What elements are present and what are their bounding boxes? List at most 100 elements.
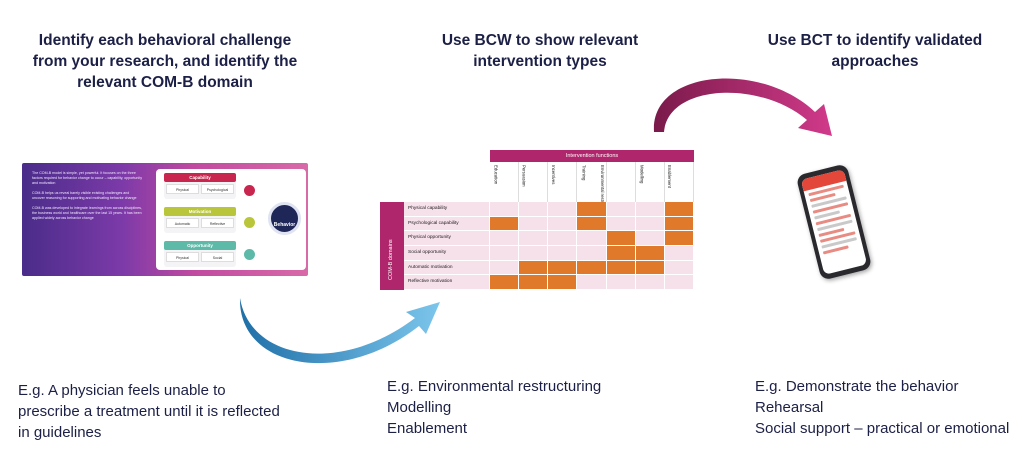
matrix-cell-active xyxy=(519,275,549,289)
example-line: E.g. A physician feels unable to prescri… xyxy=(18,382,280,441)
comb-domains-label: COM-B domains xyxy=(380,202,404,290)
matrix-cell xyxy=(577,245,607,260)
matrix-cell-active xyxy=(577,202,607,216)
capability-icon xyxy=(244,185,255,196)
matrix-cell-active xyxy=(490,216,520,231)
matrix-cell xyxy=(548,202,578,216)
column-header: Training xyxy=(577,162,607,202)
matrix-cell-active xyxy=(519,260,549,275)
matrix-row: Physical capability xyxy=(404,202,694,217)
column-label: Education xyxy=(493,165,499,185)
matrix-row: Physical opportunity xyxy=(404,231,694,246)
motivation-reflective: Reflective xyxy=(201,218,234,228)
example-line: E.g. Environmental restructuring xyxy=(387,378,602,395)
matrix-cell xyxy=(606,275,636,289)
column-header: Persuasion xyxy=(519,162,549,202)
comb-paragraph: COM-B helps us reveal barely visible exi… xyxy=(32,191,137,200)
matrix-cell-active xyxy=(606,231,636,245)
matrix-cell xyxy=(490,202,520,216)
matrix-cell-active xyxy=(490,275,520,289)
comb-paragraph: COM-B was developed to integrate learnin… xyxy=(32,206,142,220)
step3-heading: Use BCT to identify validated approaches xyxy=(767,32,983,70)
arrow-step1-to-step2 xyxy=(239,298,440,364)
behavior-center: Behavior xyxy=(268,202,301,235)
matrix-cell xyxy=(664,260,694,275)
row-label: Physical opportunity xyxy=(404,231,490,245)
example-line: Enablement xyxy=(387,420,468,437)
matrix-cell-active xyxy=(577,260,607,275)
matrix-cell xyxy=(635,216,665,231)
column-label: Modelling xyxy=(639,165,645,184)
matrix-cell xyxy=(519,231,549,245)
column-header: Enablement xyxy=(665,162,694,202)
matrix-cell xyxy=(635,202,665,216)
column-label: Enablement xyxy=(667,165,673,188)
opportunity-box: Opportunity Physical Social xyxy=(164,241,236,267)
row-label: Automatic motivation xyxy=(404,260,490,275)
column-header: Environmental restructuring xyxy=(600,162,636,218)
step1-heading: Identify each behavioral challenge from … xyxy=(32,32,298,91)
matrix-cell-active xyxy=(635,245,665,260)
comb-diagram-card: Capability Physical Psychological Motiva… xyxy=(156,169,306,270)
example-line: Social support – practical or emotional xyxy=(755,420,1010,437)
opportunity-social: Social xyxy=(201,252,234,262)
matrix-cell xyxy=(606,202,636,216)
matrix-cell xyxy=(635,275,665,289)
opportunity-physical: Physical xyxy=(166,252,199,262)
motivation-icon xyxy=(244,217,255,228)
matrix-cell xyxy=(548,245,578,260)
step3-example: E.g. Demonstrate the behavior Rehearsal … xyxy=(755,376,1015,439)
matrix-cell xyxy=(548,231,578,245)
step2-heading: Use BCW to show relevant intervention ty… xyxy=(441,32,639,70)
column-header: Education xyxy=(490,162,520,202)
step2-example: E.g. Environmental restructuring Modelli… xyxy=(387,376,677,439)
matrix-cell xyxy=(606,216,636,231)
matrix-cell xyxy=(577,275,607,289)
matrix-cell xyxy=(664,245,694,260)
example-line: Rehearsal xyxy=(755,399,824,416)
matrix-cell-active xyxy=(606,260,636,275)
column-label: Persuasion xyxy=(521,165,527,187)
matrix-cell-active xyxy=(664,231,694,245)
matrix-row: Reflective motivation xyxy=(404,275,694,290)
matrix-cell-active xyxy=(548,260,578,275)
row-label: Social opportunity xyxy=(404,245,490,260)
row-label: Reflective motivation xyxy=(404,275,490,289)
opportunity-icon xyxy=(244,249,255,260)
capability-title: Capability xyxy=(164,173,236,182)
matrix-cell xyxy=(664,275,694,289)
comb-model-slide: The COM-B model is simple, yet powerful.… xyxy=(22,163,308,276)
matrix-row: Psychological capability xyxy=(404,216,694,232)
motivation-title: Motivation xyxy=(164,207,236,216)
matrix-cell-active xyxy=(548,275,578,289)
row-label: Physical capability xyxy=(404,202,490,216)
row-label: Psychological capability xyxy=(404,216,490,231)
matrix-cell xyxy=(490,260,520,275)
matrix-cell xyxy=(635,231,665,245)
matrix-cell xyxy=(490,245,520,260)
column-label: Incentives xyxy=(551,165,557,185)
step1-example: E.g. A physician feels unable to prescri… xyxy=(18,380,288,443)
intervention-functions-header: Intervention functions xyxy=(490,150,694,162)
matrix-cell xyxy=(519,216,549,231)
motivation-box: Motivation Automatic Reflective xyxy=(164,207,236,233)
matrix-cell xyxy=(577,231,607,245)
matrix-cell-active xyxy=(664,216,694,231)
column-header: Incentives xyxy=(548,162,578,202)
matrix-row: Social opportunity xyxy=(404,245,694,261)
matrix-cell xyxy=(519,202,549,216)
comb-slide-text: The COM-B model is simple, yet powerful.… xyxy=(32,171,142,226)
comb-domains-text: COM-B domains xyxy=(388,239,394,280)
example-line: Modelling xyxy=(387,399,452,416)
motivation-automatic: Automatic xyxy=(166,218,199,228)
capability-box: Capability Physical Psychological xyxy=(164,173,236,199)
matrix-cell-active xyxy=(577,216,607,231)
example-line: E.g. Demonstrate the behavior xyxy=(755,378,959,395)
matrix-cell xyxy=(490,231,520,245)
opportunity-title: Opportunity xyxy=(164,241,236,250)
capability-physical: Physical xyxy=(166,184,199,194)
arrow-step2-to-step3 xyxy=(653,78,832,136)
